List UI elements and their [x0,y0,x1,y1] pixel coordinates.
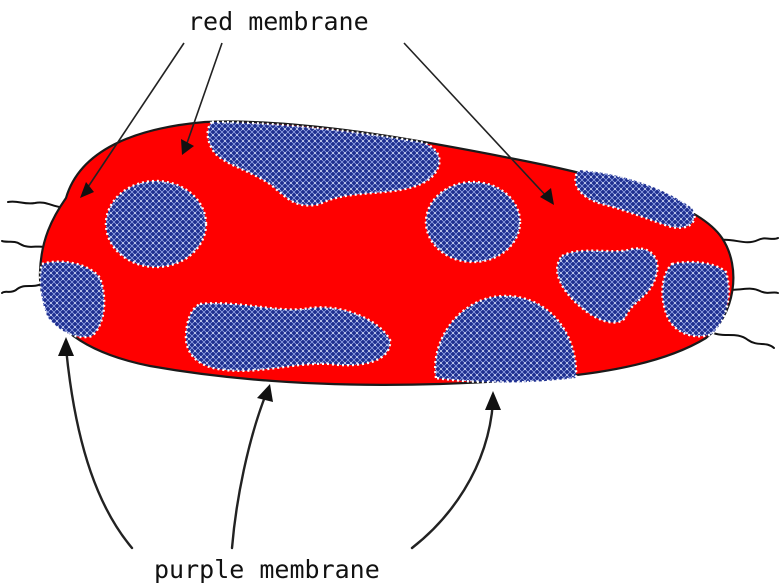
red-membrane-label: red membrane [188,7,369,36]
purple-membrane-label: purple membrane [154,555,380,584]
